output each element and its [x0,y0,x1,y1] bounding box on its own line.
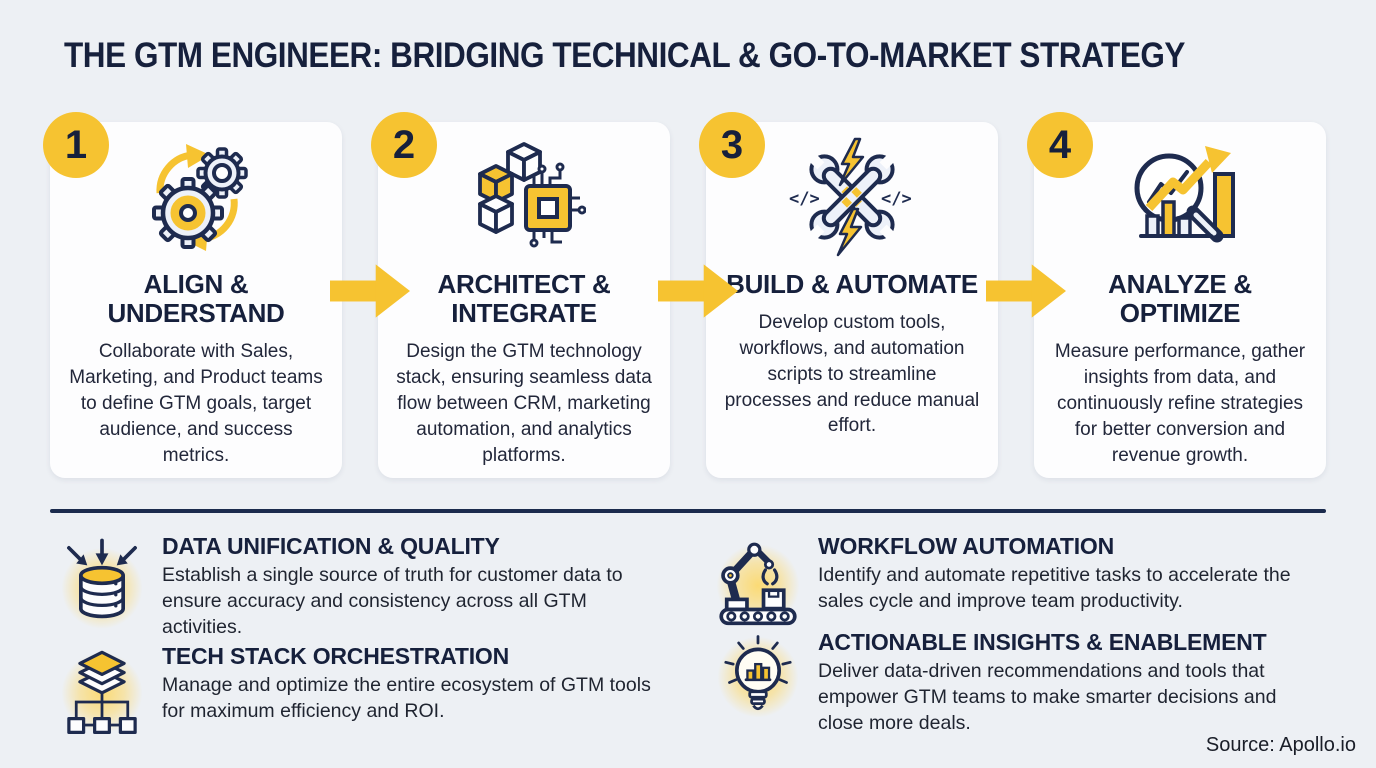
database-inflow-icon [56,531,148,631]
gears-sync-icon [66,132,326,262]
database-inflow-icon [61,538,143,629]
step-number-badge: 3 [699,112,765,178]
cubes-chip-icon [394,132,654,262]
capability-data-unification: DATA UNIFICATION & QUALITY Establish a s… [56,531,656,641]
step-number-badge: 2 [371,112,437,178]
capability-text: TECH STACK ORCHESTRATION Manage and opti… [162,641,656,741]
capability-description: Deliver data-driven recommendations and … [818,660,1277,734]
gears-sync-icon [152,144,248,251]
source-credit: Source: Apollo.io [1205,734,1356,756]
capability-text: WORKFLOW AUTOMATION Identify and automat… [818,531,1312,631]
section-divider [50,509,1326,513]
layers-orchestration-icon [61,650,143,735]
step-card-build-automate: 3 [699,112,998,478]
crossed-wrenches-icon: </> </> [722,132,982,262]
lightbulb-insights-icon [712,627,804,727]
step-card-analyze-optimize: 4 ANALYZE & O [1027,112,1326,478]
svg-text:</>: </> [881,189,912,209]
capability-text: DATA UNIFICATION & QUALITY Establish a s… [162,531,656,641]
step-description: Develop custom tools, workflows, and aut… [724,312,980,437]
step-description: Measure performance, gather insights fro… [1054,341,1306,466]
capability-actionable-insights: ACTIONABLE INSIGHTS & ENABLEMENT Deliver… [712,627,1312,737]
capability-text: ACTIONABLE INSIGHTS & ENABLEMENT Deliver… [818,627,1312,737]
step-title: ARCHITECT & INTEGRATE [437,269,611,329]
page-title: THE GTM ENGINEER: BRIDGING TECHNICAL & G… [64,36,1186,75]
robot-arm-icon [716,542,800,627]
crossed-wrenches-icon: </> </> [789,137,912,257]
capability-title: ACTIONABLE INSIGHTS & ENABLEMENT [818,629,1267,655]
step-number-badge: 1 [43,112,109,178]
capability-tech-stack: TECH STACK ORCHESTRATION Manage and opti… [56,641,656,741]
svg-text:</>: </> [789,189,820,209]
capability-description: Establish a single source of truth for c… [162,564,623,638]
robot-arm-icon [712,531,804,631]
capability-title: TECH STACK ORCHESTRATION [162,643,510,669]
flow-arrow-icon [986,263,1066,319]
flow-arrow-icon [330,263,410,319]
capability-description: Manage and optimize the entire ecosystem… [162,674,651,722]
capability-description: Identify and automate repetitive tasks t… [818,564,1291,612]
step-title: BUILD & AUTOMATE [726,269,978,299]
step-title: ANALYZE & OPTIMIZE [1108,269,1252,329]
step-title: ALIGN & UNDERSTAND [107,269,285,329]
cubes-chip-icon [478,142,586,248]
layers-orchestration-icon [56,641,148,741]
flow-arrow-icon [658,263,738,319]
step-description: Design the GTM technology stack, ensurin… [396,341,652,466]
step-number-badge: 4 [1027,112,1093,178]
capability-workflow-automation: WORKFLOW AUTOMATION Identify and automat… [712,531,1312,631]
magnifier-growth-icon [1050,132,1310,262]
steps-row: 1 [43,112,1326,478]
step-card-align-understand: 1 [43,112,342,478]
capability-title: DATA UNIFICATION & QUALITY [162,533,500,559]
magnifier-growth-icon [1134,146,1235,243]
step-card-architect-integrate: 2 [371,112,670,478]
capability-title: WORKFLOW AUTOMATION [818,533,1114,559]
lightbulb-insights-icon [717,635,799,718]
step-description: Collaborate with Sales, Marketing, and P… [69,341,323,466]
